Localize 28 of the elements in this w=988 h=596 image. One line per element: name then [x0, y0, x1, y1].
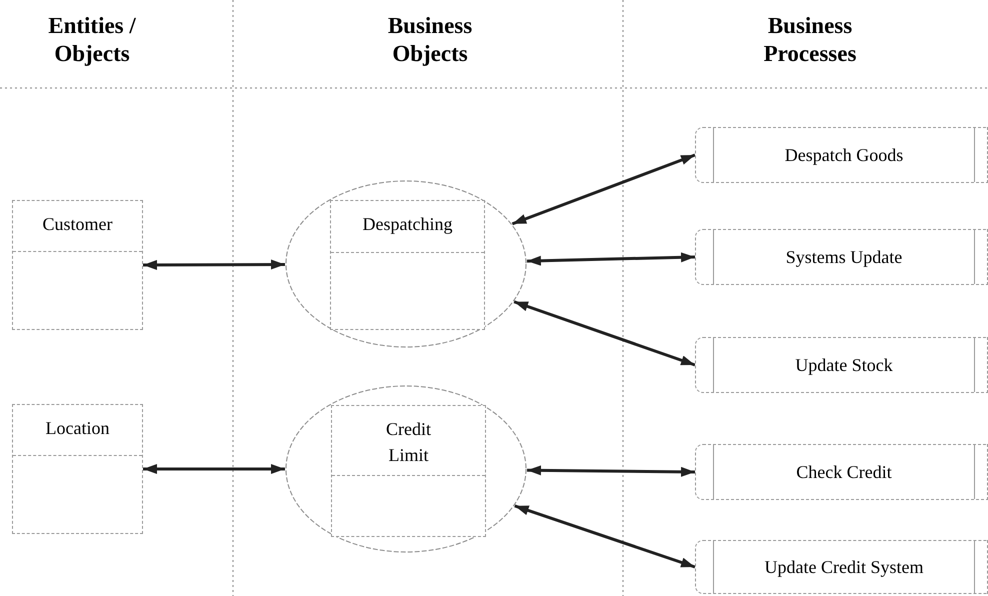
process-name: Update Credit System — [764, 556, 924, 579]
entity-box — [12, 200, 143, 330]
column-heading: Business Objects — [386, 12, 474, 68]
double-headed-arrow — [512, 154, 696, 226]
object-name: Despatching — [362, 213, 452, 236]
object-box — [330, 200, 485, 330]
process-name: Systems Update — [786, 246, 902, 269]
process-box — [695, 229, 988, 285]
entity-name: Customer — [42, 213, 112, 236]
double-headed-arrow — [143, 464, 285, 474]
column-heading: Business Processes — [762, 12, 858, 68]
process-box — [695, 127, 988, 183]
process-box — [695, 337, 988, 393]
object-name: Credit Limit — [385, 418, 432, 467]
object-box — [331, 405, 486, 537]
double-headed-arrow — [526, 465, 696, 477]
process-name: Despatch Goods — [784, 144, 904, 167]
entity-name: Location — [46, 417, 110, 440]
double-headed-arrow — [526, 252, 696, 266]
process-box — [695, 540, 988, 594]
column-heading: Entities / Objects — [47, 12, 137, 68]
process-name: Check Credit — [796, 460, 892, 484]
process-name: Update Stock — [795, 354, 893, 377]
double-headed-arrow — [143, 260, 285, 270]
double-headed-arrow — [514, 504, 696, 568]
process-box — [695, 444, 988, 500]
entity-box — [12, 404, 143, 534]
double-headed-arrow — [514, 300, 696, 366]
